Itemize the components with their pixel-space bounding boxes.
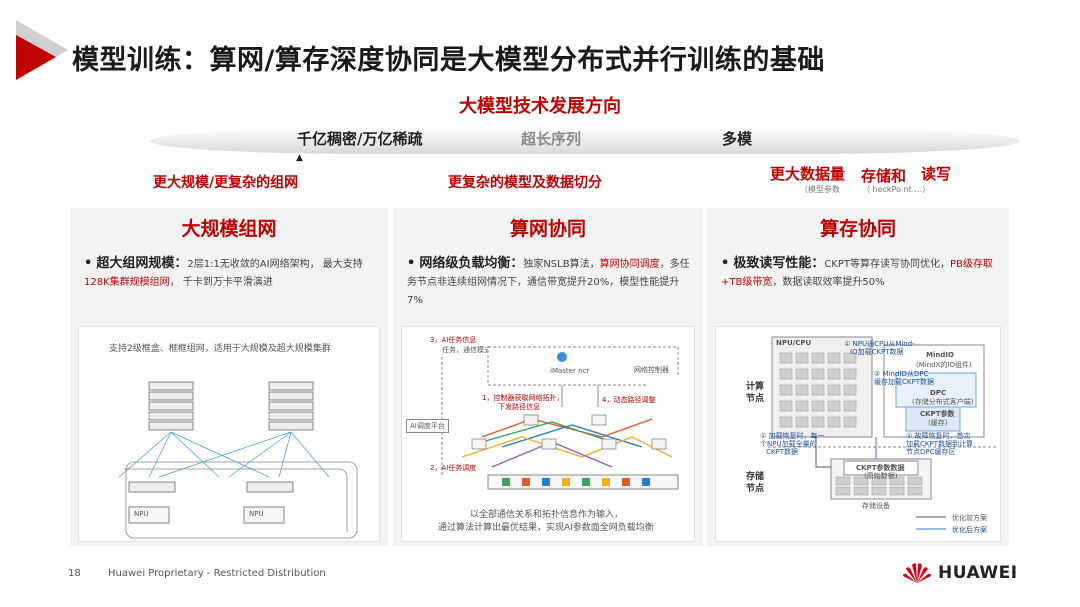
diagram-caption-2: 通过算法计算出最优结果，实现AI参数面全网负载均衡: [438, 523, 654, 533]
right-note-2: 加载CKPT数据到计算: [906, 440, 973, 448]
npu-label-right: NPU: [249, 510, 264, 518]
panel-bullet: •超大组网规模：2层1:1无收敛的AI网络架构， 最大支持 128K集群规模组网，…: [84, 255, 378, 292]
page-title: 模型训练：算网/算存深度协同是大模型分布式并行训练的基础: [72, 45, 825, 76]
trend-sub-network: 更大规模/更复杂的组网: [153, 175, 299, 191]
bullet-text-tail: ，数据读取效率提升50%: [772, 277, 885, 288]
compute-node-label-1: 计算: [746, 382, 765, 392]
checkpoint-io-diagram: NPU/CPU ① NPU通CPU从Mind- IO加载CKPT数据 MindI…: [715, 326, 1001, 542]
storage-node-label-2: 节点: [746, 484, 765, 494]
step1-label: 1，控制器获取网络拓扑，: [482, 394, 564, 402]
footer-confidentiality: Huawei Proprietary - Restricted Distribu…: [108, 568, 326, 579]
storage-node-label-1: 存储: [746, 472, 765, 482]
trend-item-dense-sparse: 千亿稠密/万亿稀疏: [297, 130, 423, 148]
bullet-highlight: 算网协同调度: [599, 259, 660, 270]
trend-sub-data-a: 更大数据量: [770, 165, 846, 183]
dpc-sublabel: (存储分布式客户端): [912, 398, 974, 406]
panel-compute-network-synergy: 算网协同 •网络级负载均衡：独家NSLB算法，算网协同调度，多任务节点非连续组网…: [393, 208, 703, 546]
load-balancing-illustration: [441, 346, 687, 490]
arrow-up-icon: ▲: [296, 153, 303, 163]
network-topology-illustration: [118, 381, 358, 539]
trend-title: 大模型技术发展方向: [459, 96, 621, 117]
ckpt-data-sublabel: (原始数据): [864, 472, 898, 480]
ckpt-data-label: CKPT参数数据: [856, 464, 905, 472]
trend-note-params: （模型参数: [800, 185, 840, 194]
load-balancing-diagram: 3，AI任务信息 任务，通信模式: [401, 326, 695, 542]
right-note-3: 节点DPC缓存区: [906, 448, 956, 456]
compute-node-label-2: 节点: [746, 394, 765, 404]
dpc-label: DPC: [930, 389, 947, 397]
ckpt-cache-label: CKPT参数: [920, 410, 955, 418]
diagram-caption: 支持2级框盒、框框组网，适用于大规模及超大规模集群: [109, 344, 331, 354]
panel-large-scale-network: 大规模组网 •超大组网规模：2层1:1无收敛的AI网络架构， 最大支持 128K集…: [70, 208, 388, 546]
panel-bullet: •极致读写性能：CKPT等算存读写协同优化，PB级存取+TB级带宽，数据读取效率…: [721, 255, 999, 292]
bullet-lead: 超大组网规模：: [96, 256, 188, 271]
storage-device-label: 存储设备: [862, 502, 890, 510]
step2-label: ② MindIO从DPC: [874, 370, 929, 378]
legend-before: 优化前方案: [952, 514, 987, 522]
bullet-text-tail: ， 千卡到万卡平滑演进: [169, 277, 273, 288]
step3-label: 3，AI任务信息: [430, 336, 477, 344]
panel-compute-storage-synergy: 算存协同 •极致读写性能：CKPT等算存读写协同优化，PB级存取+TB级带宽，数…: [707, 208, 1009, 546]
huawei-flower-logo-icon: [903, 563, 931, 583]
legend-after: 优化后方案: [952, 526, 987, 534]
bullet-lead: 网络级负载均衡：: [419, 256, 524, 271]
left-note-1: ① 加载恢复时，每一: [760, 432, 825, 440]
step3-sublabel: 任务，通信模式: [442, 346, 491, 354]
bullet-dot-icon: •: [84, 256, 93, 271]
bullet-text: 2层1:1无收敛的AI网络架构， 最大支持: [187, 259, 363, 270]
mindio-sublabel: (MindX的IO组件): [916, 361, 972, 369]
step2b-label: 缓存加载CKPT数据: [874, 378, 934, 386]
step1b-label: 下发路径信息: [498, 403, 540, 411]
panel-title: 大规模组网: [181, 218, 277, 240]
panel-title: 算存协同: [819, 218, 896, 240]
ckpt-cache-sublabel: (缓存): [928, 419, 948, 427]
network-topology-diagram: 支持2级框盒、框框组网，适用于大规模及超大规模集群: [78, 326, 380, 542]
mindio-label: MindIO: [926, 351, 954, 359]
panel-title: 算网协同: [509, 218, 586, 240]
bullet-text: 独家NSLB算法，: [523, 259, 600, 270]
imaster-label: iMaster ncr: [550, 367, 590, 375]
step2-label: 2，AI任务调度: [430, 464, 477, 472]
step1-label: ① NPU通CPU从Mind-: [844, 340, 915, 348]
npu-cpu-label: NPU/CPU: [776, 339, 812, 347]
page-number: 18: [68, 568, 81, 579]
bullet-dot-icon: •: [407, 256, 416, 271]
huawei-brand-text: HUAWEI: [938, 563, 1018, 583]
bullet-dot-icon: •: [721, 256, 730, 271]
bullet-text-tail: ，多任务节点非连续组网情况下，通信带宽提升20%，模型性能提升7%: [407, 259, 690, 306]
trend-band: [150, 128, 1020, 154]
checkpoint-io-illustration: [768, 336, 996, 530]
ai-platform-label: AI调度平台: [406, 419, 449, 433]
left-note-2: 个NPU加载全量的: [760, 440, 817, 448]
trend-sub-data-c: 读写: [921, 165, 952, 183]
bullet-lead: 极致读写性能：: [733, 256, 825, 271]
step4-label: 4，动态路径调整: [602, 396, 656, 404]
step1b-label: IO加载CKPT数据: [850, 348, 904, 356]
right-note-1: ① 故障恢复时，首次: [906, 432, 971, 440]
trend-item-long-sequence: 超长序列: [521, 130, 582, 148]
trend-note-checkpoint: （ heckPo nt …）: [862, 185, 931, 194]
diagram-caption-1: 以全部通信关系和拓扑信息作为输入，: [470, 510, 624, 520]
controller-label: 网络控制器: [634, 366, 669, 374]
bullet-highlight: PB级存取+TB级带宽: [721, 259, 993, 288]
left-note-3: CKPT数据: [766, 448, 798, 456]
trend-item-multimodal: 多模: [722, 130, 753, 148]
trend-sub-data-b: 存储和: [861, 167, 907, 185]
corner-triangle-logo-icon: [16, 20, 68, 80]
npu-label-left: NPU: [134, 510, 149, 518]
bullet-text: CKPT等算存读写协同优化，: [824, 259, 951, 270]
trend-sub-model: 更复杂的模型及数据切分: [448, 175, 602, 191]
bullet-highlight: 128K集群规模组网: [84, 277, 170, 288]
panel-bullet: •网络级负载均衡：独家NSLB算法，算网协同调度，多任务节点非连续组网情况下，通…: [407, 255, 693, 310]
